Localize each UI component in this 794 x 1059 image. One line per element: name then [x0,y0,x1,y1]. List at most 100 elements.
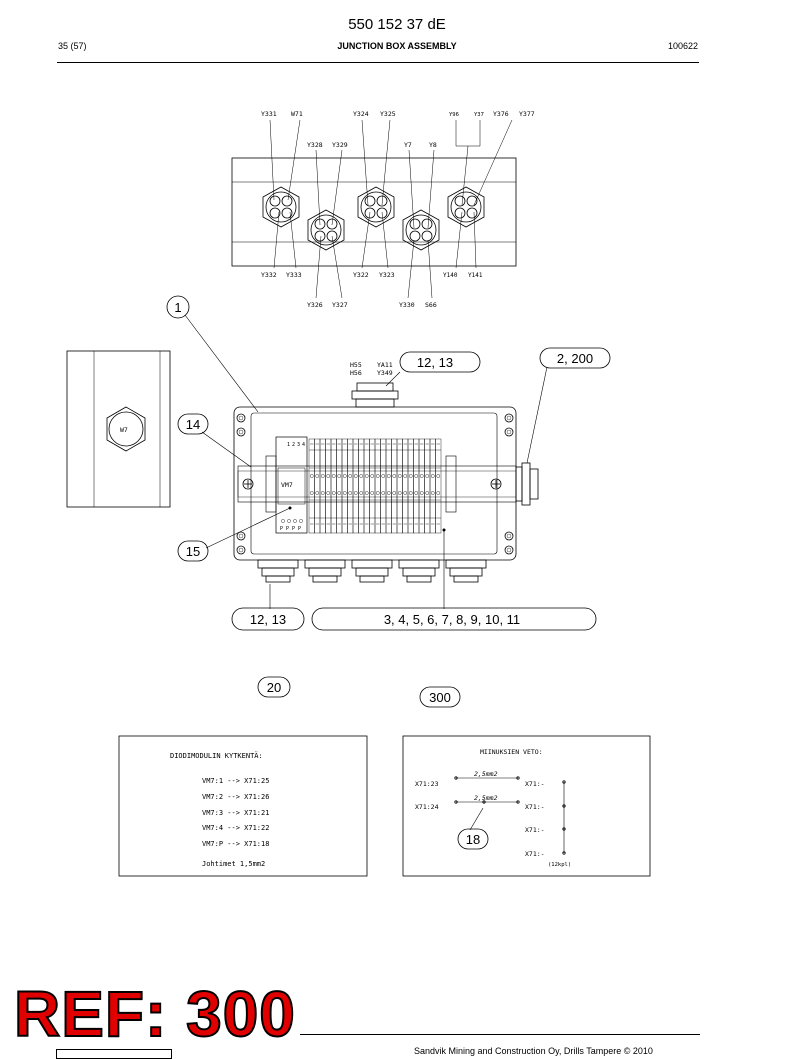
wire-label: Y377 [519,110,535,118]
module-terminal-letter: P [286,526,289,532]
terminal-block [341,438,348,534]
svg-text:12, 13: 12, 13 [417,355,453,370]
module-terminal-letter: P [298,526,301,532]
svg-text:12, 13: 12, 13 [250,612,286,627]
wire-label: Y322 [353,271,369,279]
terminal-block [396,438,403,534]
footer-copyright: Sandvik Mining and Construction Oy, Dril… [414,1046,653,1056]
wire-label: Y333 [286,271,302,279]
side-gland-label: W7 [120,426,128,434]
note-line: VM7:4 --> X71:22 [202,824,269,832]
wire-label: Y96 [449,112,459,118]
wire-label: Y8 [429,141,437,149]
wire-terminal: X71:- [525,780,545,788]
wire-label: YA11 [377,361,393,369]
wire-terminal: X71:23 [415,780,439,788]
terminal-strip [308,438,442,534]
wire-label: W71 [291,110,303,118]
terminal-block [374,438,381,534]
terminal-block [308,438,315,534]
wire-label: S66 [425,301,437,309]
wire-label: Y323 [379,271,395,279]
wire-label: Y37 [474,112,484,118]
module-terminal-number: 3 [297,442,300,448]
svg-text:3, 4, 5, 6, 7, 8, 9, 10, 11: 3, 4, 5, 6, 7, 8, 9, 10, 11 [384,612,520,627]
wire-terminal: X71:- [525,826,545,834]
terminal-block [385,438,392,534]
svg-text:15: 15 [186,544,200,559]
wire-terminal: X71:- [525,850,545,858]
terminal-block [319,438,326,534]
svg-text:20: 20 [267,680,281,695]
terminal-block [391,438,398,534]
wire-size: 2,5mm2 [474,770,498,778]
svg-text:300: 300 [429,690,451,705]
company-logo [56,1049,172,1059]
wire-label: Y327 [332,301,348,309]
note-footer: Johtimet 1,5mm2 [202,860,265,868]
callout-2-200: 2, 200 [539,347,611,369]
wire-label: Y140 [443,272,458,279]
wire-label: Y141 [468,272,483,279]
wire-count: (12kpl) [548,862,571,868]
module-terminal-letter: P [280,526,283,532]
terminal-block [358,438,365,534]
wire-label: Y331 [261,110,277,118]
cable-gland [262,186,300,228]
junction-box: 1 2 3 4 VM7 P P P P H55 YA11 H56 Y349 [233,361,539,583]
note-title: MIINUKSIEN VETO: [480,748,543,756]
wire-label: Y328 [307,141,323,149]
wire-label: Y325 [380,110,396,118]
svg-text:1: 1 [174,300,181,315]
module-label: VM7 [281,481,293,489]
cable-gland [307,209,345,251]
callout-1: 1 [166,295,190,319]
side-view: W7 [66,350,171,508]
callout-20: 20 [257,676,291,698]
note-line: VM7:2 --> X71:26 [202,793,269,801]
terminal-block [330,438,337,534]
wire-label: Y324 [353,110,369,118]
wire-label: Y330 [399,301,415,309]
note-title: DIODIMODULIN KYTKENTÄ: [170,751,263,760]
terminal-block [347,438,354,534]
module-terminal-number: 1 [287,442,290,448]
footer-divider [300,1034,700,1035]
svg-text:14: 14 [186,417,200,432]
module-terminal-number: 4 [302,442,305,448]
terminal-block [380,438,387,534]
document-date: 100622 [667,41,698,51]
document-number: 550 152 37 dE [348,16,446,33]
svg-text:2, 200: 2, 200 [557,351,593,366]
gland-panel: Y331 W71 Y324 Y325 Y96 Y37 Y376 Y377 Y32… [231,110,535,309]
wire-label: Y7 [404,141,412,149]
terminal-block [336,438,343,534]
page-number: 35 (57) [58,41,87,51]
callout-15: 15 [177,540,209,562]
callout-14: 14 [177,413,209,435]
note-line: VM7:P --> X71:18 [202,840,269,848]
cable-gland [447,186,485,228]
note-line: VM7:1 --> X71:25 [202,777,269,785]
module-terminal-number: 2 [292,442,295,448]
callout-18: 18 [457,828,489,850]
wire-label: Y326 [307,301,323,309]
terminal-block [435,438,442,534]
note-line: VM7:3 --> X71:21 [202,809,269,817]
reference-stamp: REF: 300 [13,978,296,1050]
wire-label: H56 [350,369,362,377]
wire-label: Y332 [261,271,277,279]
callout-300: 300 [419,686,461,708]
terminal-block [314,438,321,534]
terminal-block [407,438,414,534]
header-divider [57,62,699,63]
terminal-block [424,438,431,534]
wire-label: Y376 [493,110,509,118]
svg-text:18: 18 [466,832,480,847]
page-title: JUNCTION BOX ASSEMBLY [337,41,457,51]
terminal-block [418,438,425,534]
terminal-block [325,438,332,534]
callout-3-11: 3, 4, 5, 6, 7, 8, 9, 10, 11 [311,607,597,631]
wire-size: 2,5mm2 [474,794,498,802]
